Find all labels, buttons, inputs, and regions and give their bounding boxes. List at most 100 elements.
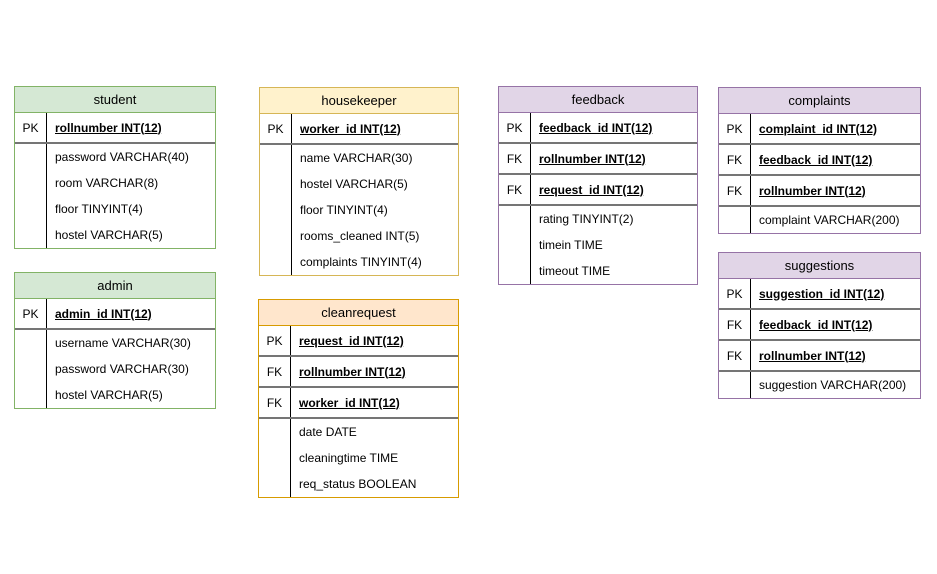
empty-key-cell [259, 445, 291, 471]
attribute-field: complaint VARCHAR(200) [759, 213, 900, 227]
table-title-student[interactable]: student [15, 87, 215, 113]
attribute-field: cleaningtime TIME [299, 451, 399, 465]
key-type-label: PK [719, 279, 751, 308]
attribute-field: timeout TIME [539, 264, 611, 278]
empty-key-cell [260, 249, 292, 275]
attribute-row[interactable]: password VARCHAR(40) [15, 144, 215, 170]
attribute-row[interactable]: suggestion VARCHAR(200) [719, 372, 920, 398]
key-type-label: FK [499, 144, 531, 173]
empty-key-cell [259, 419, 291, 445]
attribute-field: username VARCHAR(30) [55, 336, 191, 350]
attribute-row[interactable]: hostel VARCHAR(5) [260, 171, 458, 197]
attribute-field: password VARCHAR(30) [55, 362, 189, 376]
empty-key-cell [15, 330, 47, 356]
table-title-complaints[interactable]: complaints [719, 88, 920, 114]
key-field: rollnumber INT(12) [539, 151, 646, 166]
key-row[interactable]: PK feedback_id INT(12) [499, 113, 697, 144]
key-type-label: PK [260, 114, 292, 143]
empty-key-cell [260, 223, 292, 249]
table-title-feedback[interactable]: feedback [499, 87, 697, 113]
attribute-field: floor TINYINT(4) [300, 203, 388, 217]
attribute-field: hostel VARCHAR(5) [55, 388, 163, 402]
key-field: request_id INT(12) [539, 182, 644, 197]
attribute-row[interactable]: complaint VARCHAR(200) [719, 207, 920, 233]
attribute-row[interactable]: cleaningtime TIME [259, 445, 458, 471]
empty-key-cell [260, 171, 292, 197]
empty-key-cell [499, 258, 531, 284]
attribute-row[interactable]: timeout TIME [499, 258, 697, 284]
attribute-row[interactable]: floor TINYINT(4) [260, 197, 458, 223]
key-row[interactable]: FK request_id INT(12) [499, 175, 697, 206]
empty-key-cell [15, 356, 47, 382]
attribute-row[interactable]: username VARCHAR(30) [15, 330, 215, 356]
table-title-suggestions[interactable]: suggestions [719, 253, 920, 279]
empty-key-cell [719, 372, 751, 398]
attribute-row[interactable]: date DATE [259, 419, 458, 445]
key-field: feedback_id INT(12) [539, 120, 653, 135]
attribute-field: hostel VARCHAR(5) [55, 228, 163, 242]
key-type-label: FK [719, 310, 751, 339]
key-row[interactable]: FK rollnumber INT(12) [719, 341, 920, 372]
attribute-row[interactable]: hostel VARCHAR(5) [15, 382, 215, 408]
attribute-row[interactable]: name VARCHAR(30) [260, 145, 458, 171]
key-row[interactable]: FK rollnumber INT(12) [499, 144, 697, 175]
attribute-field: req_status BOOLEAN [299, 477, 417, 491]
empty-key-cell [260, 145, 292, 171]
empty-key-cell [260, 197, 292, 223]
attribute-row[interactable]: timein TIME [499, 232, 697, 258]
attribute-field: password VARCHAR(40) [55, 150, 189, 164]
table-title-admin[interactable]: admin [15, 273, 215, 299]
key-type-label: PK [499, 113, 531, 142]
key-type-label: FK [719, 341, 751, 370]
empty-key-cell [259, 471, 291, 497]
attribute-row[interactable]: req_status BOOLEAN [259, 471, 458, 497]
empty-key-cell [499, 206, 531, 232]
attribute-field: rating TINYINT(2) [539, 212, 634, 226]
attribute-row[interactable]: password VARCHAR(30) [15, 356, 215, 382]
attribute-field: rooms_cleaned INT(5) [300, 229, 420, 243]
attribute-field: suggestion VARCHAR(200) [759, 378, 907, 392]
key-row[interactable]: FK feedback_id INT(12) [719, 310, 920, 341]
empty-key-cell [499, 232, 531, 258]
key-type-label: FK [259, 357, 291, 386]
key-field: rollnumber INT(12) [759, 183, 866, 198]
attribute-field: date DATE [299, 425, 357, 439]
key-field: rollnumber INT(12) [759, 348, 866, 363]
key-field: feedback_id INT(12) [759, 152, 873, 167]
key-type-label: PK [15, 299, 47, 328]
attribute-field: complaints TINYINT(4) [300, 255, 422, 269]
table-title-housekeeper[interactable]: housekeeper [260, 88, 458, 114]
attribute-row[interactable]: floor TINYINT(4) [15, 196, 215, 222]
table-title-cleanrequest[interactable]: cleanrequest [259, 300, 458, 326]
attribute-row[interactable]: rating TINYINT(2) [499, 206, 697, 232]
attribute-row[interactable]: rooms_cleaned INT(5) [260, 223, 458, 249]
empty-key-cell [15, 170, 47, 196]
attribute-field: hostel VARCHAR(5) [300, 177, 408, 191]
attribute-field: room VARCHAR(8) [55, 176, 159, 190]
attribute-row[interactable]: room VARCHAR(8) [15, 170, 215, 196]
key-type-label: FK [259, 388, 291, 417]
key-type-label: FK [499, 175, 531, 204]
attribute-field: floor TINYINT(4) [55, 202, 143, 216]
attribute-row[interactable]: complaints TINYINT(4) [260, 249, 458, 275]
attribute-row[interactable]: hostel VARCHAR(5) [15, 222, 215, 248]
key-field: feedback_id INT(12) [759, 317, 873, 332]
